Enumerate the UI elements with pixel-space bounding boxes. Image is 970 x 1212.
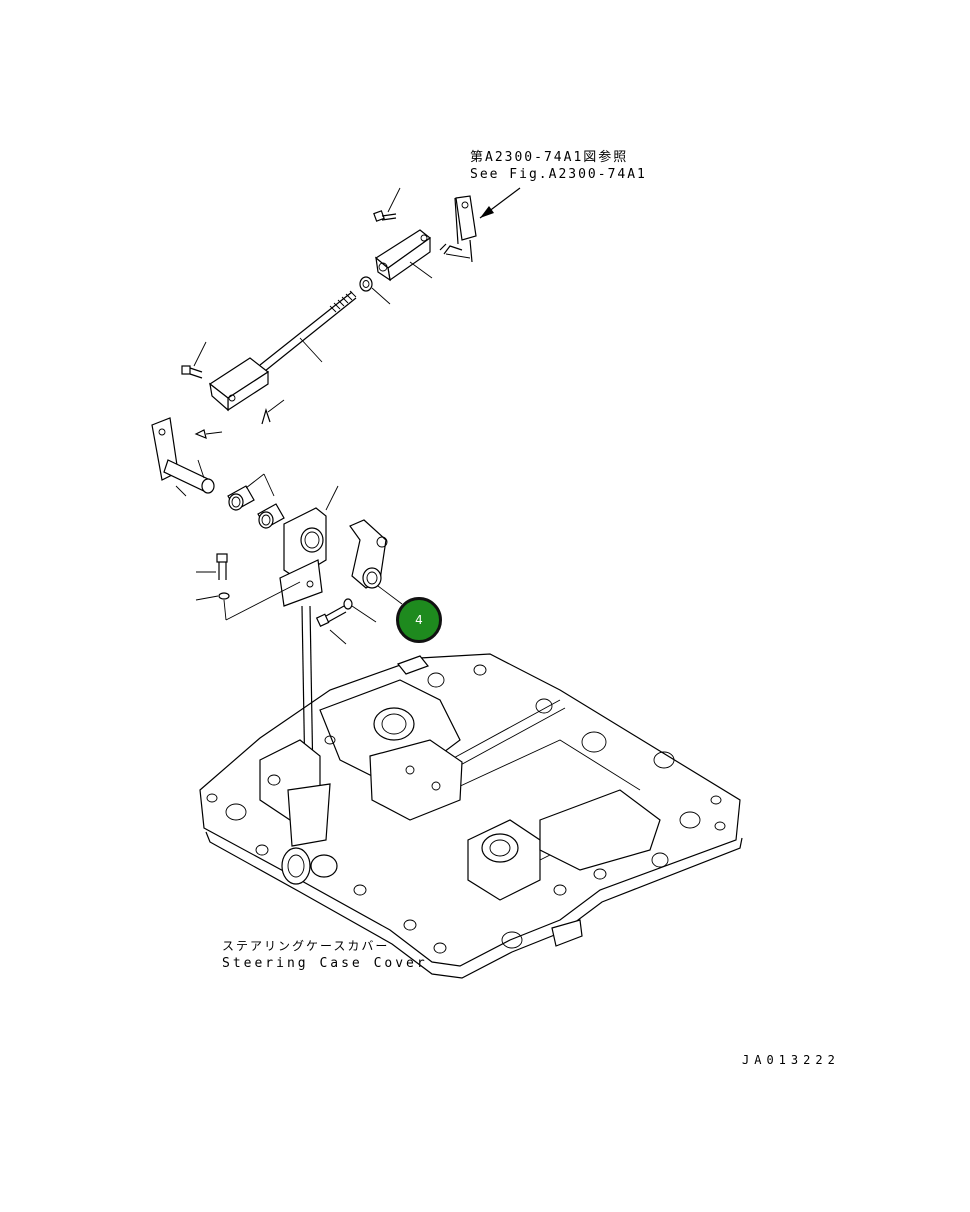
lever-part-4 [349,519,403,605]
lever-with-pin [151,417,223,497]
reference-figure-english: See Fig.A2300-74A1 [470,167,647,182]
cover-label-english: Steering Case Cover [222,956,428,971]
bolt-top [373,187,401,222]
drawing-number: JA013222 [742,1053,840,1067]
bolt-left [181,341,207,379]
threaded-rod [259,290,357,372]
bracket [279,485,339,607]
cotter-pin-mid [261,399,285,425]
cotter-pin-top [439,243,471,259]
rod-end-block [208,357,270,412]
clevis-plate-top [454,195,477,263]
callout-number: 4 [415,613,423,627]
bushings [227,473,285,529]
nut [359,276,391,305]
steering-case-cover [199,653,743,979]
reference-arrow [479,187,521,219]
bolt-lower [315,598,377,645]
yoke-block-top [374,229,433,282]
callout-4[interactable]: 4 [396,597,442,643]
cover-label-japanese: ステアリングケースカバー [222,939,390,953]
reference-figure-japanese: 第A2300-74A1図参照 [470,150,629,165]
bolt-and-washer-left [195,553,301,621]
